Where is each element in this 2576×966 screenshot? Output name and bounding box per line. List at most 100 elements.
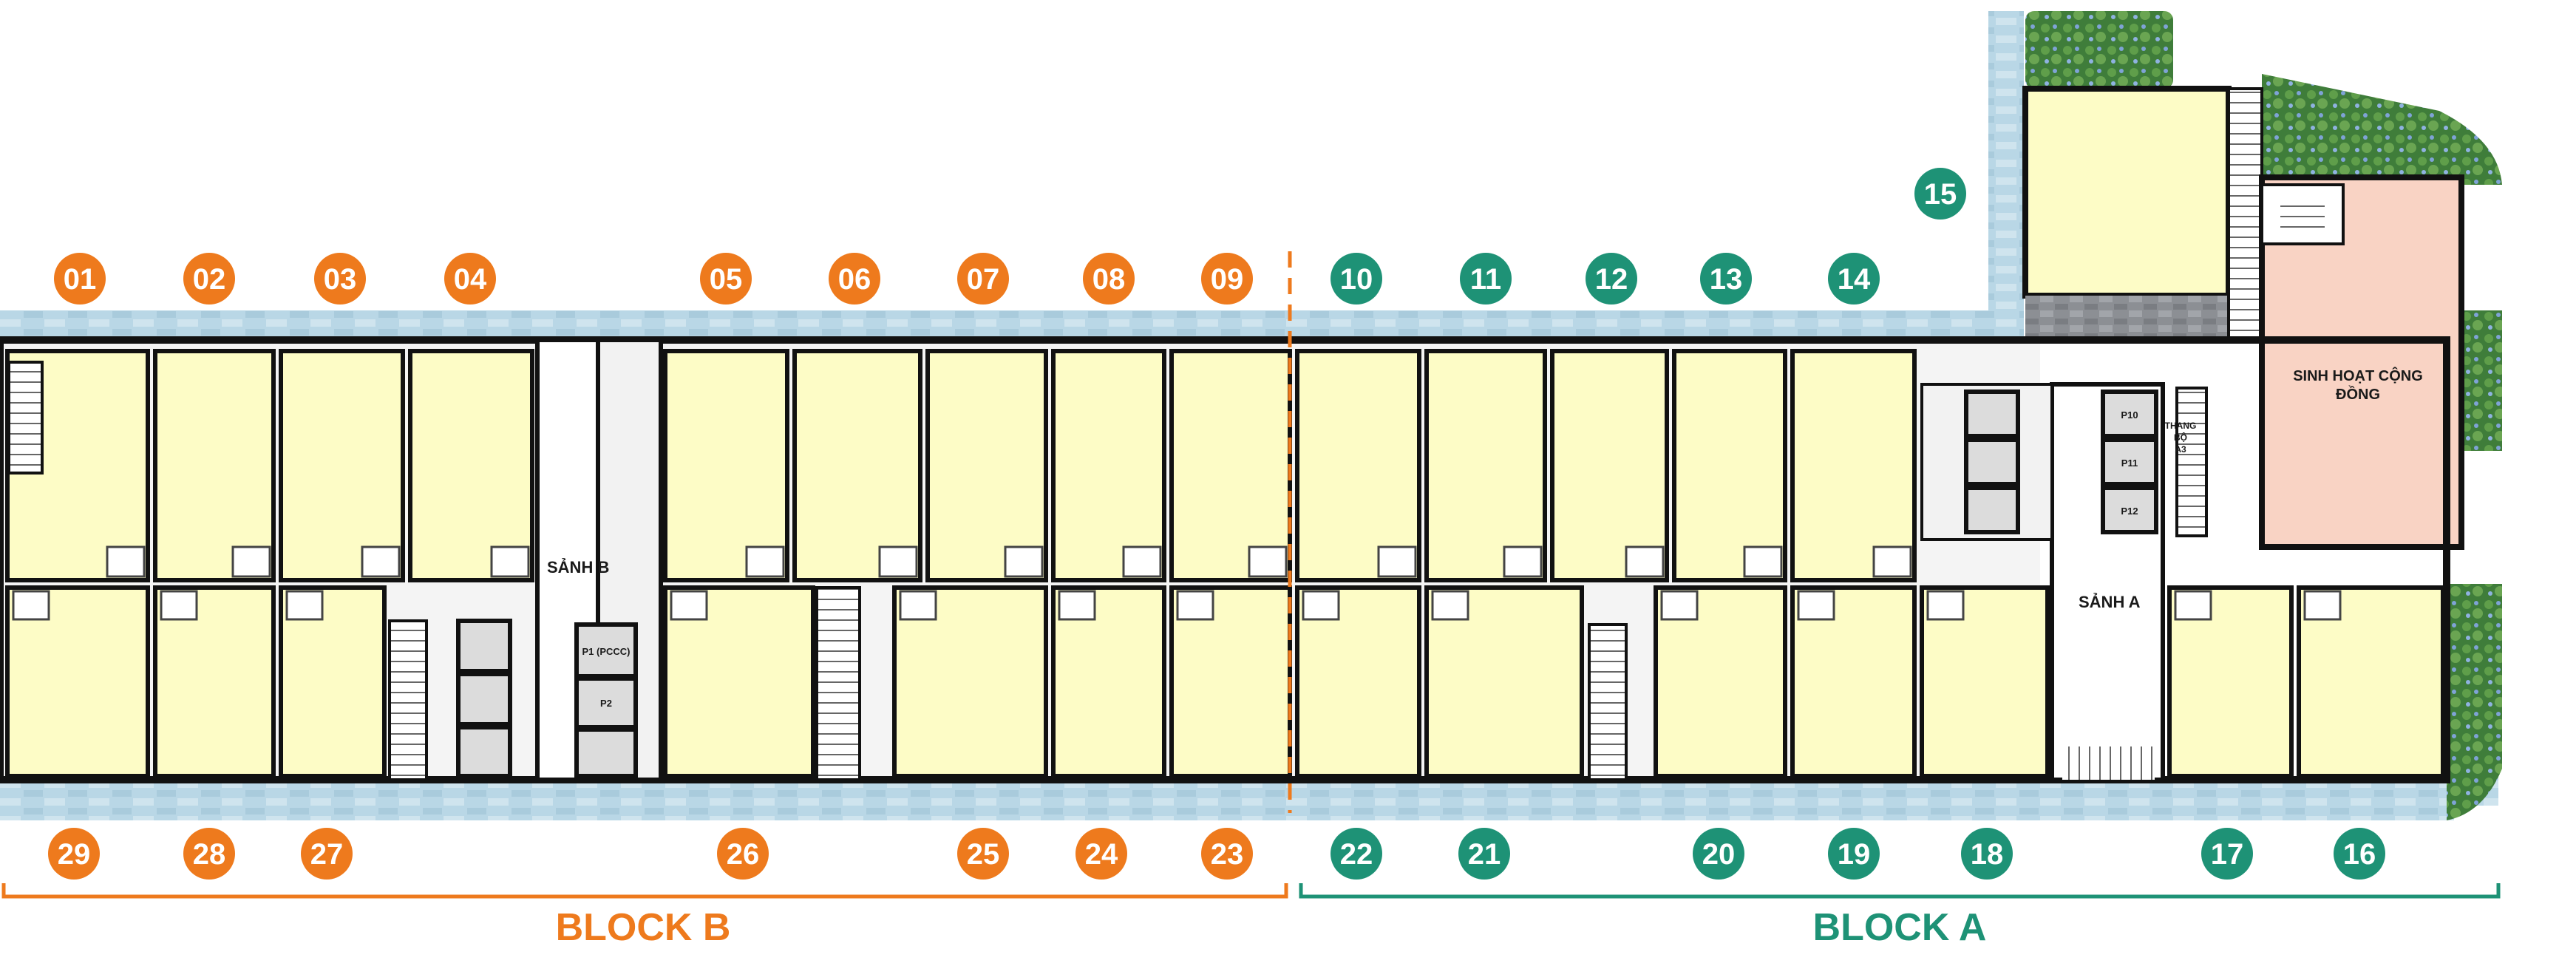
unit-badge-03[interactable]: 03 [314,253,366,305]
unit-badge-19[interactable]: 19 [1828,828,1880,880]
elevators [456,390,2158,778]
units-layer [5,349,2445,778]
unit-badge-circle [54,253,106,305]
unit-badge-08[interactable]: 08 [1083,253,1135,305]
bathroom-top-10 [1377,545,1417,578]
unit-badge-number: 01 [64,263,97,296]
unit-badge-circle [1331,828,1382,880]
unit-badge-number: 16 [2343,838,2376,871]
unit-badge-circle [2334,828,2385,880]
unit-badge-26[interactable]: 26 [717,828,769,880]
elevator-b-left-2 [456,672,512,727]
unit-15 [2022,86,2232,299]
elevator-p2-label: P2 [600,698,612,709]
bathroom-top-14 [1872,545,1912,578]
bathroom-bottom-1 [12,590,50,621]
greenery [2025,11,2502,820]
bathroom-bottom-9 [1431,590,1469,621]
bathroom-top-9 [1248,545,1288,578]
elevator-p10-label: P10 [2121,409,2138,421]
unit-badge-circle [1201,828,1253,880]
unit-badge-15[interactable]: 15 [1914,168,1966,220]
unit-badge-number: 27 [310,838,344,871]
unit-room-top-3 [279,349,405,582]
unit-room-top-10 [1295,349,1421,582]
unit-badge-28[interactable]: 28 [183,828,235,880]
unit-badge-circle [700,253,752,305]
unit-badge-11[interactable]: 11 [1460,253,1512,305]
unit-badge-circle [957,253,1009,305]
unit-badge-14[interactable]: 14 [1828,253,1880,305]
unit-badge-number: 03 [324,263,357,296]
unit-badge-16[interactable]: 16 [2334,828,2385,880]
community-zone [2175,174,2464,550]
unit-badge-06[interactable]: 06 [829,253,880,305]
stair-a3-line2: BỘ [2174,432,2187,443]
corridor-a-north [2025,296,2229,340]
unit-badge-02[interactable]: 02 [183,253,235,305]
elevator-a-left-2 [1964,438,2020,486]
unit-badge-20[interactable]: 20 [1693,828,1744,880]
stair-a3-line3: A3 [2175,444,2186,455]
unit-badge-01[interactable]: 01 [54,253,106,305]
stair-b2 [815,586,861,781]
block-b-label: BLOCK B [556,906,731,949]
unit-room-top-2 [153,349,276,582]
unit-badge-circle [1828,253,1880,305]
unit-badge-circle [1914,168,1966,220]
unit-badge-23[interactable]: 23 [1201,828,1253,880]
bathroom-bottom-8 [1302,590,1340,621]
unit-badge-circle [957,828,1009,880]
unit-badge-circle [183,828,235,880]
unit-badge-13[interactable]: 13 [1700,253,1752,305]
unit-room-top-11 [1424,349,1547,582]
unit-badge-number: 13 [1710,263,1743,296]
unit-badges: 01 02 03 04 05 06 07 08 09 10 11 12 13 14 29 28 27 26 25 24… [48,168,2385,880]
lobby-a-label: SẢNH A [2079,593,2141,611]
bathroom-top-1 [106,545,146,578]
unit-room-top-14 [1790,349,1917,582]
unit-badge-number: 25 [967,838,1000,871]
unit-badge-21[interactable]: 21 [1458,828,1510,880]
unit-badge-10[interactable]: 10 [1331,253,1382,305]
unit-badge-circle [301,828,353,880]
garden-east-2 [2447,584,2502,820]
bathroom-top-7 [1004,545,1044,578]
east-terrace [1988,11,2024,340]
unit-badge-circle [1700,253,1752,305]
unit-15-zone [2022,86,2263,341]
unit-badge-circle [444,253,496,305]
plan-labels: SẢNH B SẢNH A SINH HOẠT CỘNG ĐỒNG THANG … [547,367,2423,709]
unit-badge-09[interactable]: 09 [1201,253,1253,305]
bathroom-bottom-5 [899,590,937,621]
stair-a-north [2227,87,2263,341]
unit-badge-17[interactable]: 17 [2201,828,2253,880]
garden-north-1 [2025,11,2173,89]
unit-badge-05[interactable]: 05 [700,253,752,305]
unit-badge-24[interactable]: 24 [1075,828,1127,880]
unit-badge-18[interactable]: 18 [1961,828,2013,880]
unit-badge-22[interactable]: 22 [1331,828,1382,880]
block-b-bracket [1,883,1288,899]
unit-badge-12[interactable]: 12 [1586,253,1637,305]
unit-badge-number: 08 [1092,263,1126,296]
unit-room-top-13 [1672,349,1787,582]
unit-badge-number: 18 [1971,838,2004,871]
unit-badge-04[interactable]: 04 [444,253,496,305]
unit-badge-07[interactable]: 07 [957,253,1009,305]
stair-a1 [1588,623,1628,781]
bathroom-top-4 [490,545,530,578]
unit-badge-number: 04 [454,263,487,296]
garden-east-1 [2461,310,2502,451]
garden-north-2 [2262,74,2502,185]
unit-badge-29[interactable]: 29 [48,828,100,880]
unit-room-top-7 [925,349,1048,582]
elevator-a-left-1 [1964,390,2020,438]
unit-badge-27[interactable]: 27 [301,828,353,880]
bathroom-bottom-14 [2303,590,2342,621]
elevator-p11 [2101,438,2158,486]
unit-room-top-8 [1051,349,1166,582]
elevator-p10 [2101,390,2158,438]
unit-badge-25[interactable]: 25 [957,828,1009,880]
